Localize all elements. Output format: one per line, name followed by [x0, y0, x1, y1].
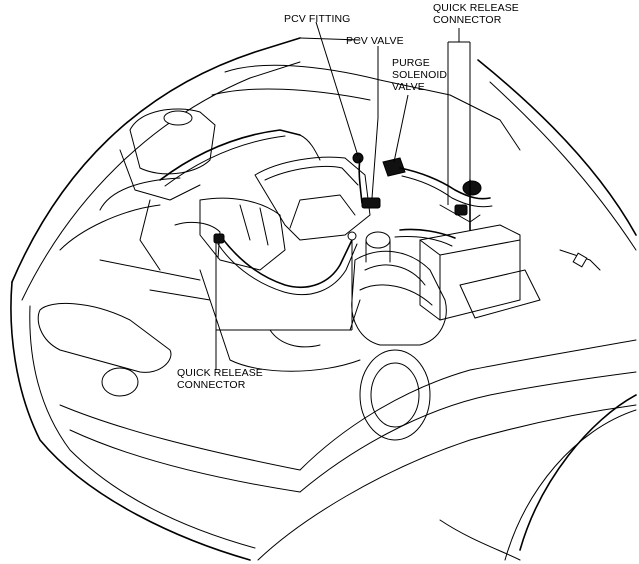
label-qrc-top-line-2: CONNECTOR [433, 14, 502, 26]
label-purge-line-2: SOLENOID [392, 69, 448, 81]
hoses-and-connectors [213, 152, 493, 296]
label-purge-line-3: VALVE [392, 81, 425, 93]
label-qrc-top-line-1: QUICK RELEASE [433, 2, 519, 14]
leader-lines [215, 21, 471, 370]
label-qrc-bottom-line-2: CONNECTOR [177, 379, 246, 391]
label-pcv-valve: PCV VALVE [346, 35, 404, 47]
label-pcv-fitting: PCV FITTING [284, 13, 351, 25]
label-purge-line-1: PURGE [392, 57, 430, 69]
vehicle-body-outline [10, 37, 637, 561]
label-qrc-bottom-line-1: QUICK RELEASE [177, 367, 263, 379]
pcv-hose-end [347, 231, 357, 241]
quick-release-connector-right [462, 180, 482, 196]
quick-release-connector-left [213, 233, 225, 244]
pcv-valve [361, 197, 381, 209]
engine-bay-components [59, 64, 601, 372]
